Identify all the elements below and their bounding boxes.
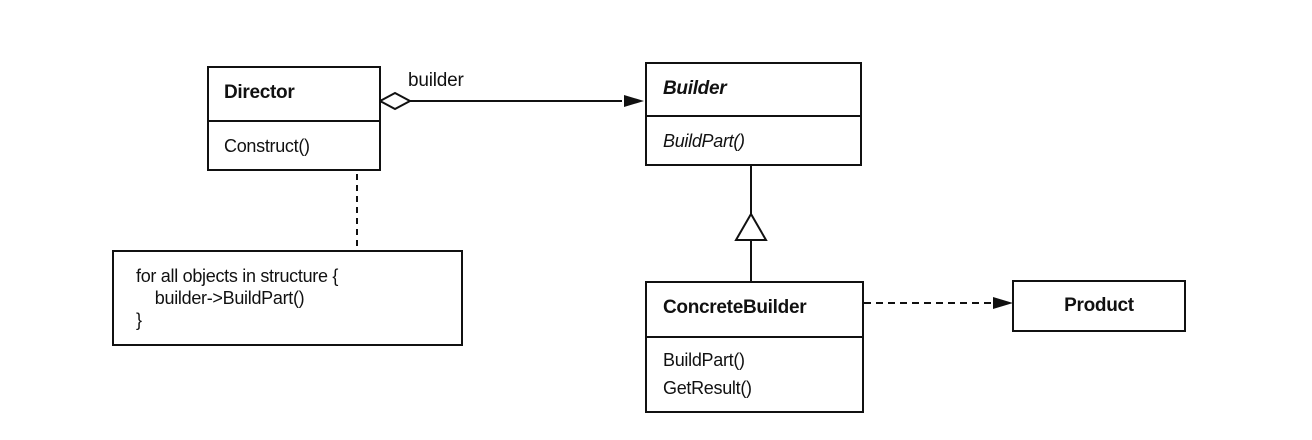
product-class-name: Product	[1064, 295, 1134, 316]
concrete-builder-operations: BuildPart() GetResult()	[647, 336, 862, 413]
aggregation-connector	[377, 91, 644, 111]
product-class: Product	[1012, 280, 1186, 332]
operation-buildpart-abstract: BuildPart()	[663, 131, 745, 151]
operation-getresult: GetResult()	[663, 378, 752, 398]
concrete-builder-class-name: ConcreteBuilder	[663, 297, 807, 318]
construct-note: for all objects in structure { builder->…	[112, 250, 463, 346]
dependency-connector	[864, 297, 1013, 309]
association-label: builder	[408, 70, 464, 91]
builder-operations: BuildPart()	[647, 115, 860, 166]
inheritance-triangle	[734, 211, 768, 241]
director-operations: Construct()	[209, 120, 379, 171]
note-line: for all objects in structure {	[136, 266, 339, 286]
inheritance-connector	[734, 166, 768, 283]
note-line: }	[136, 310, 142, 330]
director-class-name: Director	[224, 82, 295, 103]
builder-class-name: Builder	[663, 78, 727, 99]
aggregation-diamond	[377, 91, 413, 111]
director-class: Director Construct()	[207, 66, 381, 171]
operation-construct: Construct()	[224, 136, 310, 156]
arrowhead	[624, 95, 644, 107]
note-line: builder->BuildPart()	[136, 288, 305, 308]
builder-class: Builder BuildPart()	[645, 62, 862, 166]
operation-buildpart: BuildPart()	[663, 350, 745, 370]
concrete-builder-class: ConcreteBuilder BuildPart() GetResult()	[645, 281, 864, 413]
arrowhead	[993, 297, 1013, 309]
